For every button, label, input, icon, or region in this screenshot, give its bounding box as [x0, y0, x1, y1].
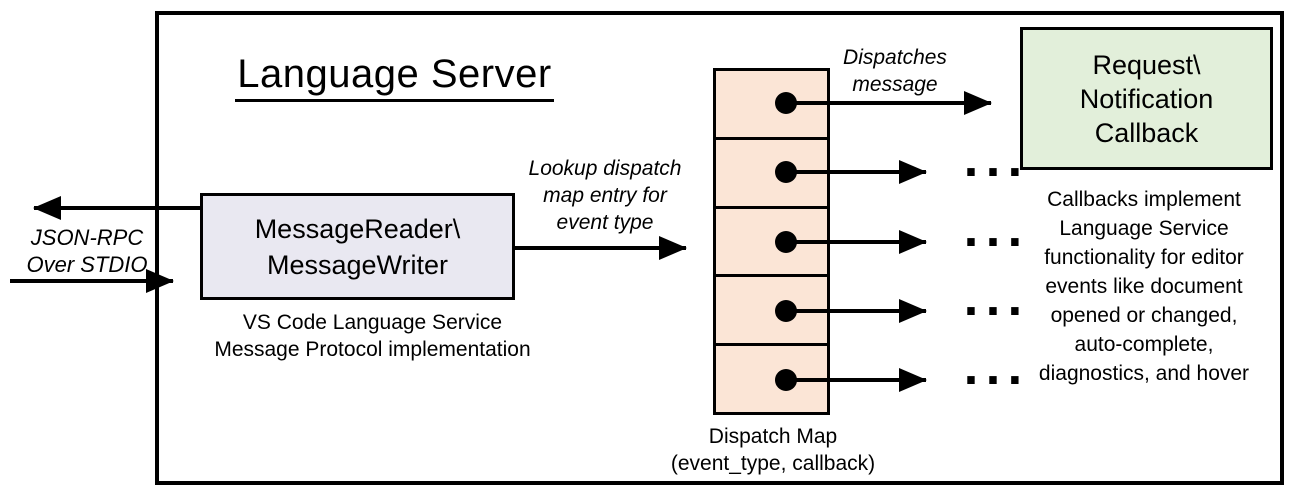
ellipsis-row-4: ...: [963, 276, 1029, 325]
ellipsis-row-3: ...: [963, 207, 1029, 256]
message-writer-label: MessageWriter: [266, 249, 449, 280]
callbacks-note-line: diagnostics, and hover: [1038, 362, 1250, 385]
callbacks-note: Callbacks implement Language Service fun…: [1012, 185, 1276, 388]
callback-box-line2: Notification: [1079, 83, 1214, 114]
language-server-frame: [155, 11, 1284, 485]
request-notification-callback-box: Request\ Notification Callback: [1020, 27, 1273, 170]
callbacks-note-line: auto-complete,: [1074, 333, 1214, 356]
callbacks-note-line: Language Service: [1059, 217, 1229, 240]
lookup-label-line2: map entry for: [543, 184, 667, 207]
callbacks-note-line: Callbacks implement: [1047, 188, 1241, 211]
reader-caption-line2: Message Protocol implementation: [214, 338, 531, 361]
dispatch-map-caption-line1: Dispatch Map: [708, 425, 838, 448]
callback-box-line3: Callback: [1094, 117, 1199, 148]
over-stdio-line: Over STDIO: [26, 252, 148, 277]
dispatches-message-label: Dispatches message: [820, 44, 970, 98]
callbacks-note-line: functionality for editor: [1044, 246, 1244, 269]
dispatch-map-cell: [716, 205, 827, 275]
message-reader-writer-box: MessageReader\ MessageWriter: [200, 193, 515, 300]
dispatch-map-cell: [716, 136, 827, 206]
diagram-title: Language Server: [235, 52, 554, 102]
reader-caption-line1: VS Code Language Service: [242, 311, 503, 334]
lookup-dispatch-label: Lookup dispatch map entry for event type: [510, 155, 700, 236]
dispatch-map: [713, 68, 830, 415]
dispatch-map-cell: [716, 343, 827, 412]
json-rpc-stdio-label: JSON-RPC Over STDIO: [8, 224, 166, 278]
dispatch-map-caption: Dispatch Map (event_type, callback): [643, 423, 903, 477]
diagram-title-wrap: Language Server: [222, 52, 567, 102]
ellipsis-row-2: ...: [963, 137, 1029, 186]
dispatches-label-line1: Dispatches: [843, 46, 947, 69]
callbacks-note-line: opened or changed,: [1050, 304, 1238, 327]
dispatch-map-caption-line2: (event_type, callback): [670, 452, 876, 475]
json-rpc-line: JSON-RPC: [30, 225, 144, 250]
dispatch-map-cell: [716, 274, 827, 344]
ellipsis-row-5: ...: [963, 345, 1029, 394]
callback-box-line1: Request\: [1092, 49, 1201, 80]
message-reader-label: MessageReader\: [254, 213, 461, 244]
dispatches-label-line2: message: [852, 73, 938, 96]
lookup-label-line3: event type: [556, 211, 654, 234]
dispatch-map-cell: [716, 71, 827, 137]
reader-box-caption: VS Code Language Service Message Protoco…: [205, 309, 540, 363]
callbacks-note-line: events like document: [1045, 275, 1243, 298]
lookup-label-line1: Lookup dispatch: [528, 157, 682, 180]
